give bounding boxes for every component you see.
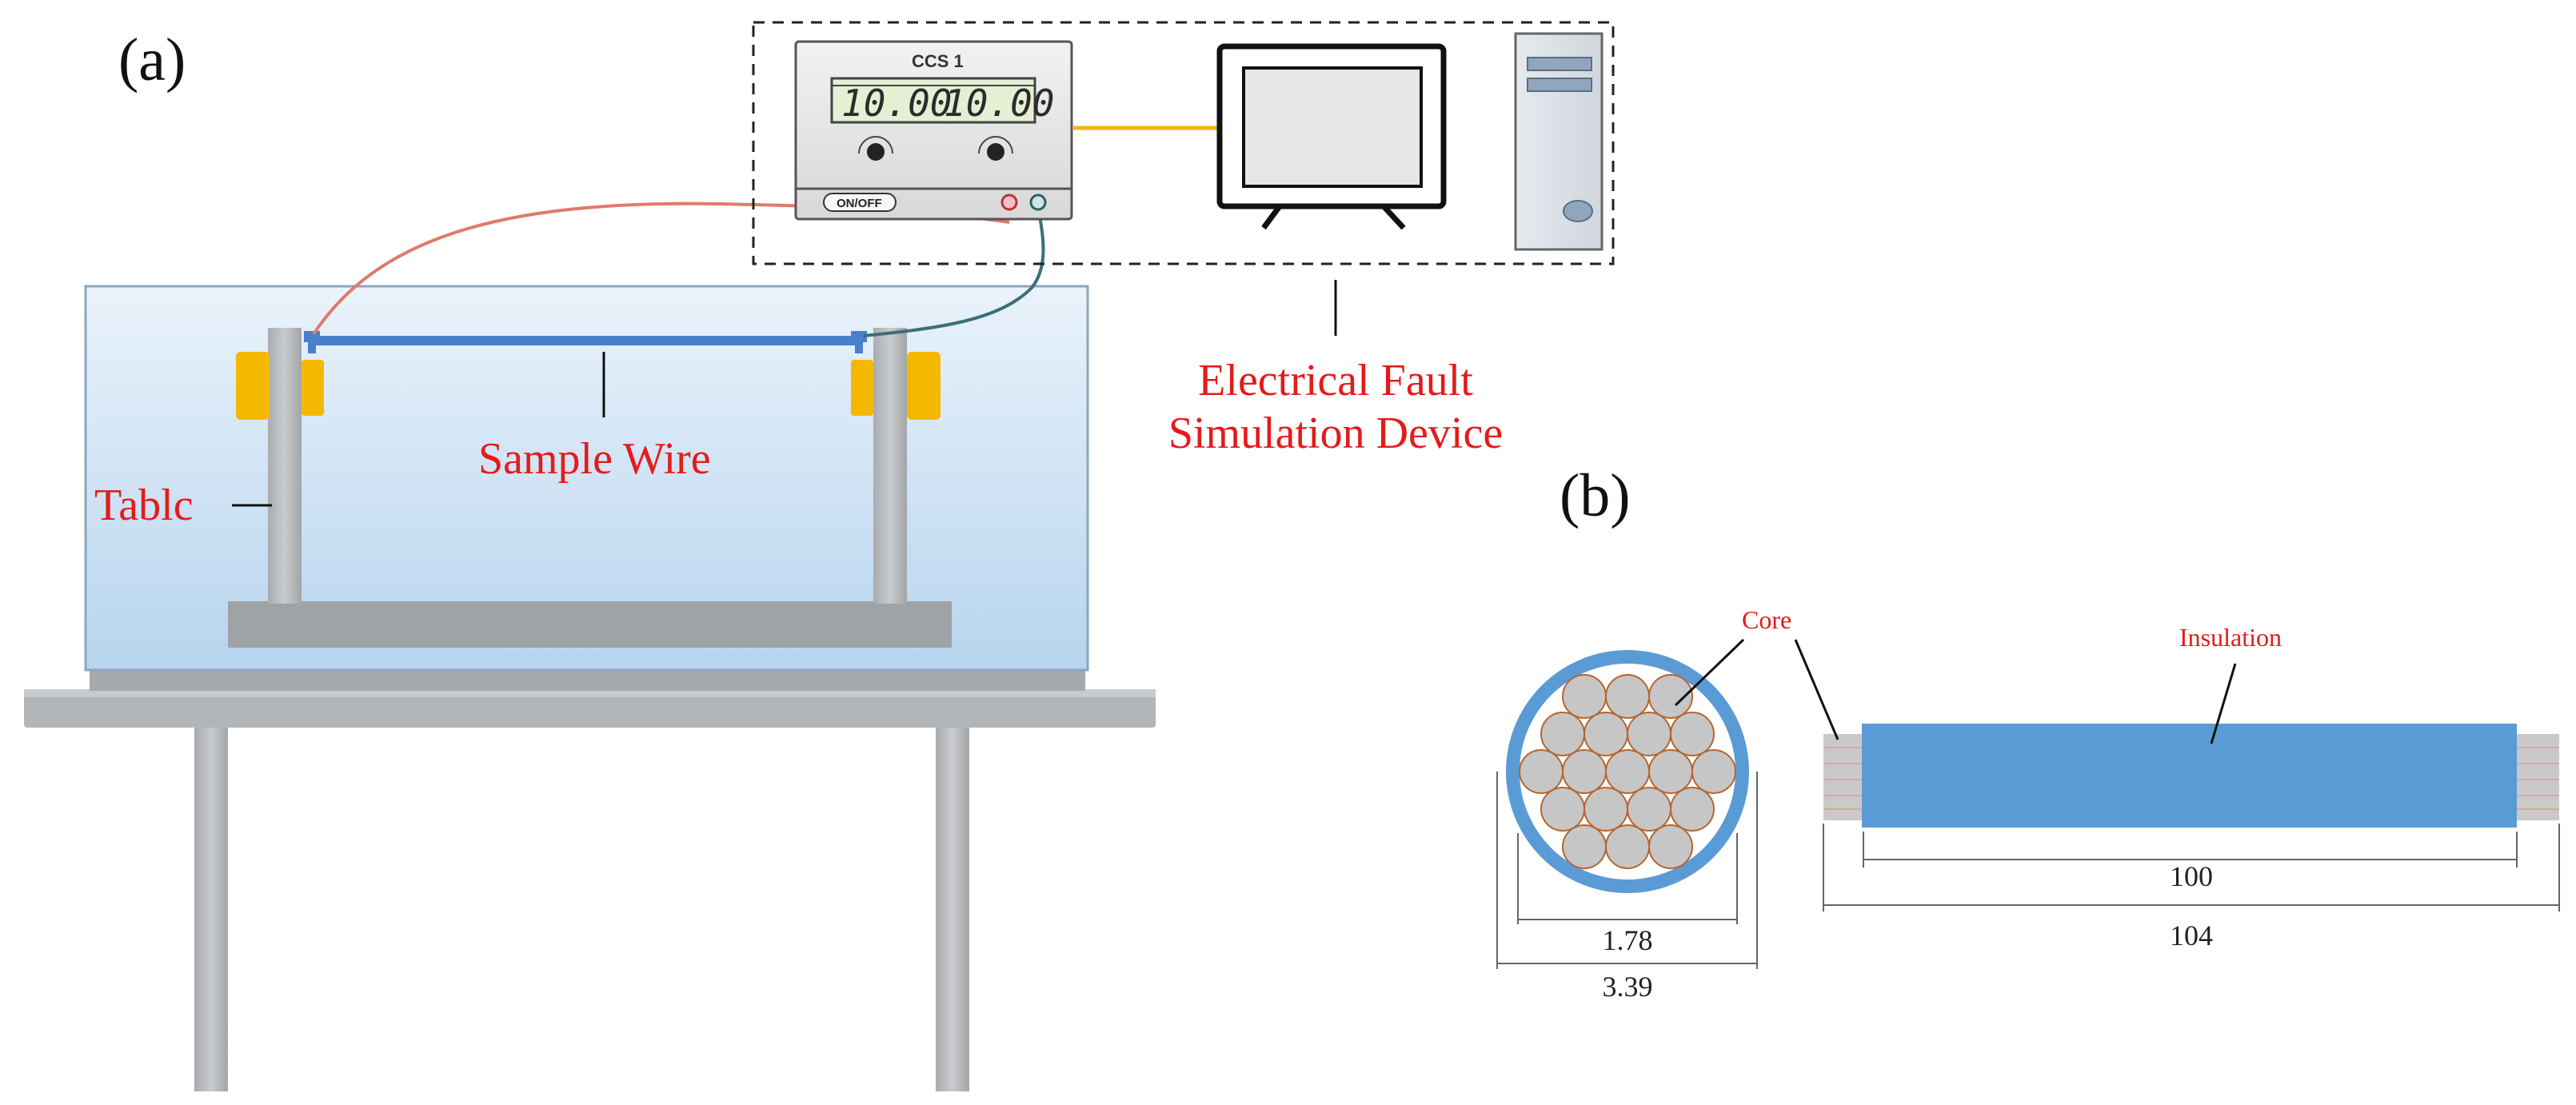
insulation-label: Insulation [2179,623,2282,652]
knob-left[interactable] [867,143,885,161]
table-top-plate [90,670,1085,691]
table-top [24,689,1156,728]
table [24,670,1156,1091]
table-leg-left [194,724,228,1091]
wire-terminal-left [304,331,320,342]
core-strand [1627,712,1671,756]
core-strand [1670,787,1715,832]
core-strand [1627,787,1671,832]
core-strand [1605,824,1650,869]
device-label-line1: Electrical Fault [1198,356,1473,405]
clamp-left-outer [236,352,270,420]
pc-tower [1514,32,1604,251]
sample-wire [314,336,857,345]
display-left-value: 10.00 [841,82,952,125]
wire-terminal-right [851,331,867,342]
clamp-right-inner [851,360,873,416]
core-pointer [1674,638,1745,707]
stand-post-left [268,328,302,604]
core-strand [1648,674,1693,719]
cable-cross-section [1506,650,1749,893]
power-supply: CCS 1 10.00 10.00 ON/OFF [794,40,1073,221]
power-supply-title: CCS 1 [912,51,964,71]
teal-lead-wire [863,215,1045,337]
outer-diameter-value: 3.39 [1603,971,1653,1003]
stand-post-right [873,328,907,604]
core-strand [1584,712,1628,756]
insulation-sleeve [1862,724,2517,828]
core-strand [1584,787,1628,832]
sample-wire-label: Sample Wire [478,434,711,484]
core-strand [1648,749,1693,794]
total-length-value: 104 [2170,920,2213,951]
pc-power-button [1563,200,1593,222]
core-strand [1519,749,1564,794]
device-boundary-box [752,21,1615,265]
monitor [1216,43,1447,230]
core-strand [1562,824,1607,869]
core-pointer-side [1794,639,1839,740]
core-strands [1519,674,1736,869]
core-strand [1562,749,1607,794]
core-strand [1648,824,1693,869]
cable-side-view [1823,724,2559,828]
core-label: Core [1742,605,1791,634]
clamp-right-outer [907,352,941,420]
panel-b-label: (b) [1560,462,1631,529]
display-right-value: 10.00 [944,82,1054,125]
output-terminal-teal [1029,193,1047,211]
table-label: Tablc [94,481,194,530]
power-button[interactable] [823,193,897,212]
knob-right[interactable] [987,143,1004,161]
core-strand [1691,749,1736,794]
stand-base [228,601,952,648]
core-strand [1540,787,1585,832]
core-strand [1540,712,1585,756]
core-strand [1605,749,1650,794]
device-label-line2: Simulation Device [1168,409,1503,458]
panel-a-label: (a) [118,26,186,94]
core-strand [1562,674,1607,719]
core-diameter-value: 1.78 [1603,924,1653,956]
table-leg-right [936,724,969,1091]
clamp-left-inner [302,360,324,416]
output-terminal-red [1000,193,1018,211]
core-strand [1670,712,1715,756]
insulation-length-value: 100 [2170,860,2213,892]
insulation-pointer [2210,663,2237,744]
core-strand [1605,674,1650,719]
power-button-label: ON/OFF [837,197,882,210]
